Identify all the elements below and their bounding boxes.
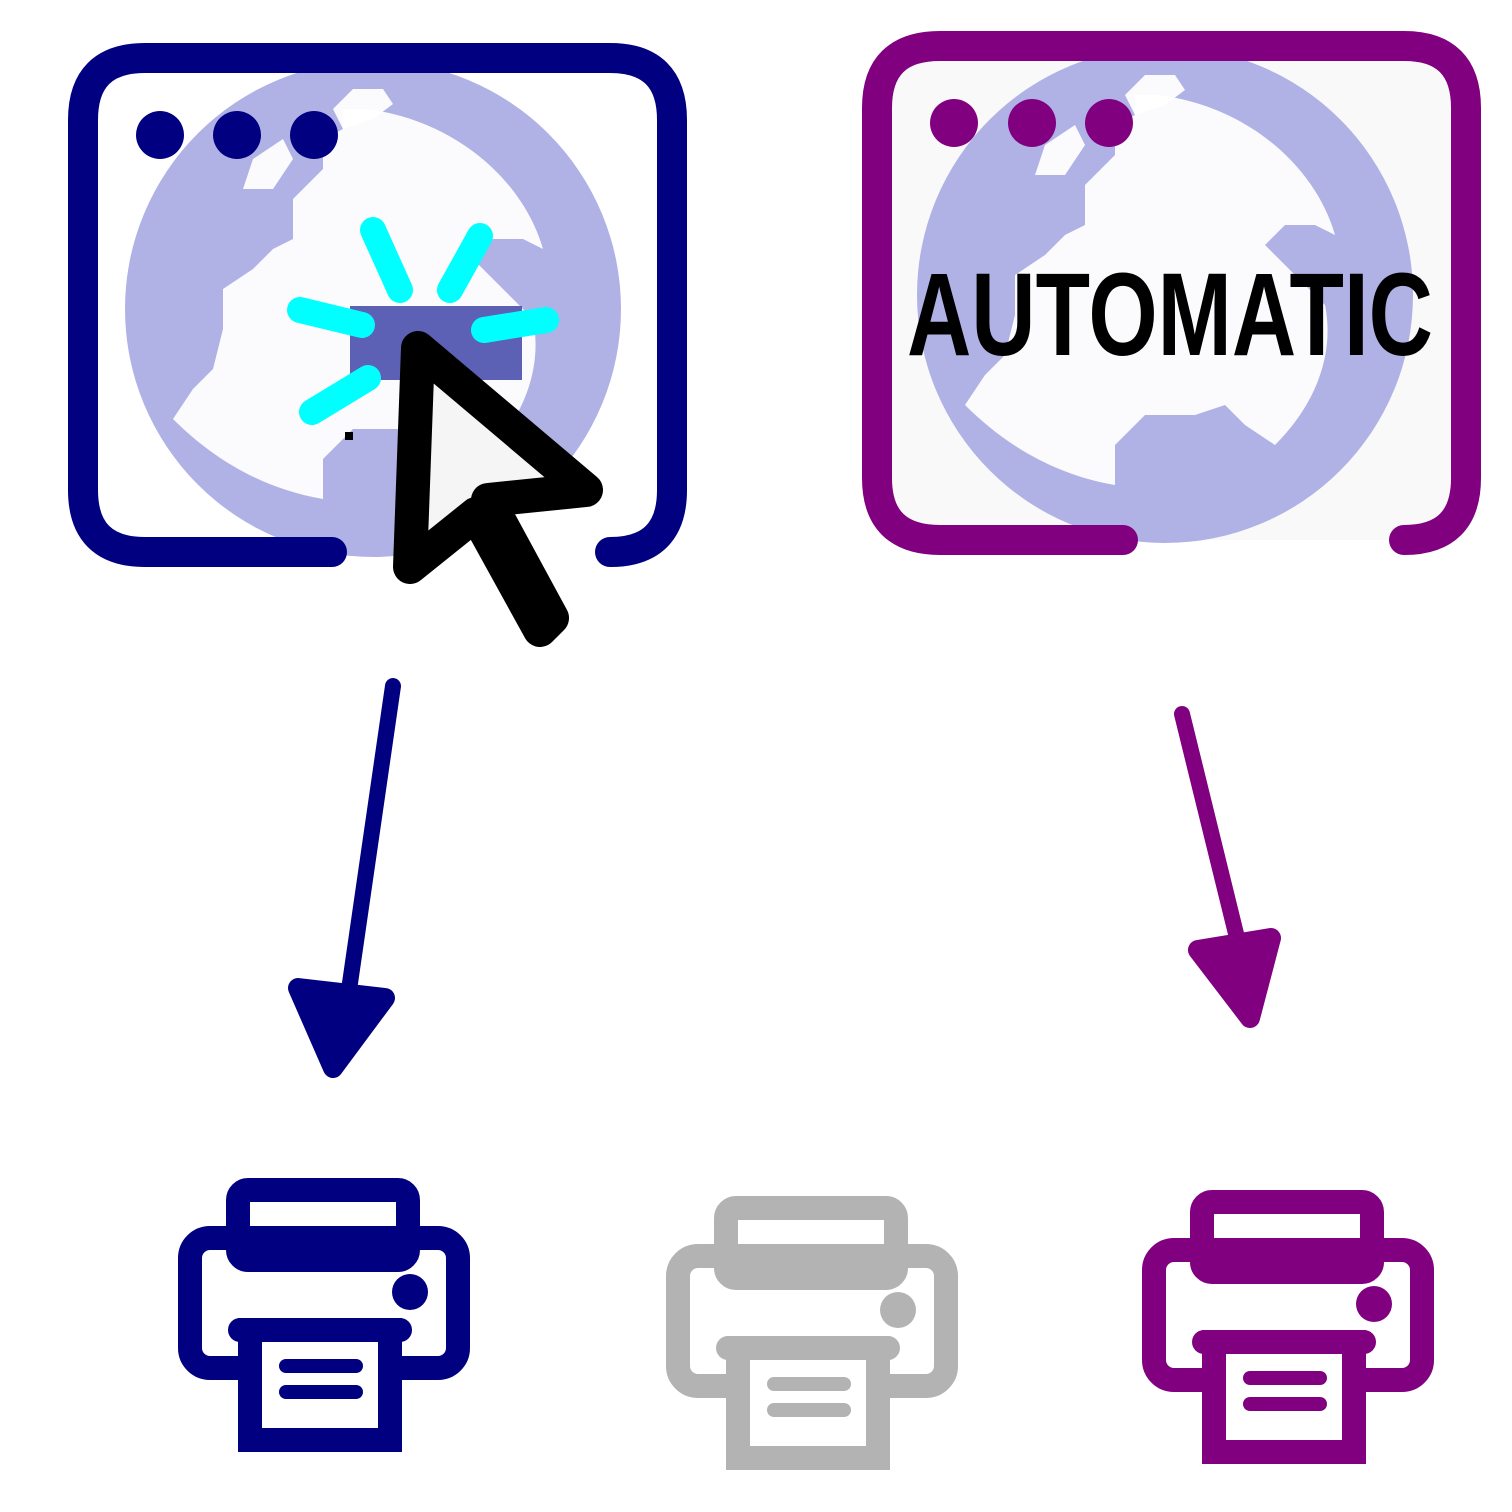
automatic-label: AUTOMATIC bbox=[907, 249, 1433, 381]
automatic-arrow bbox=[1174, 706, 1281, 1028]
window-dot-icon bbox=[213, 111, 261, 159]
mouse-cursor-icon bbox=[393, 331, 603, 647]
manual-arrow bbox=[288, 678, 401, 1078]
manual-browser-window bbox=[68, 43, 687, 647]
small-marker bbox=[345, 432, 353, 440]
window-dot-icon bbox=[1085, 99, 1133, 147]
window-frame bbox=[68, 43, 687, 567]
automatic-browser-window: AUTOMATIC bbox=[862, 31, 1481, 555]
window-frame bbox=[862, 31, 1481, 555]
window-dot-icon bbox=[930, 99, 978, 147]
printer-icon bbox=[190, 1190, 458, 1440]
click-spark-icon bbox=[287, 217, 559, 425]
window-dot-icon bbox=[290, 111, 338, 159]
window-dot-icon bbox=[1008, 99, 1056, 147]
window-dot-icon bbox=[136, 111, 184, 159]
printer-icon bbox=[678, 1208, 946, 1458]
printer-icon bbox=[1154, 1202, 1422, 1452]
